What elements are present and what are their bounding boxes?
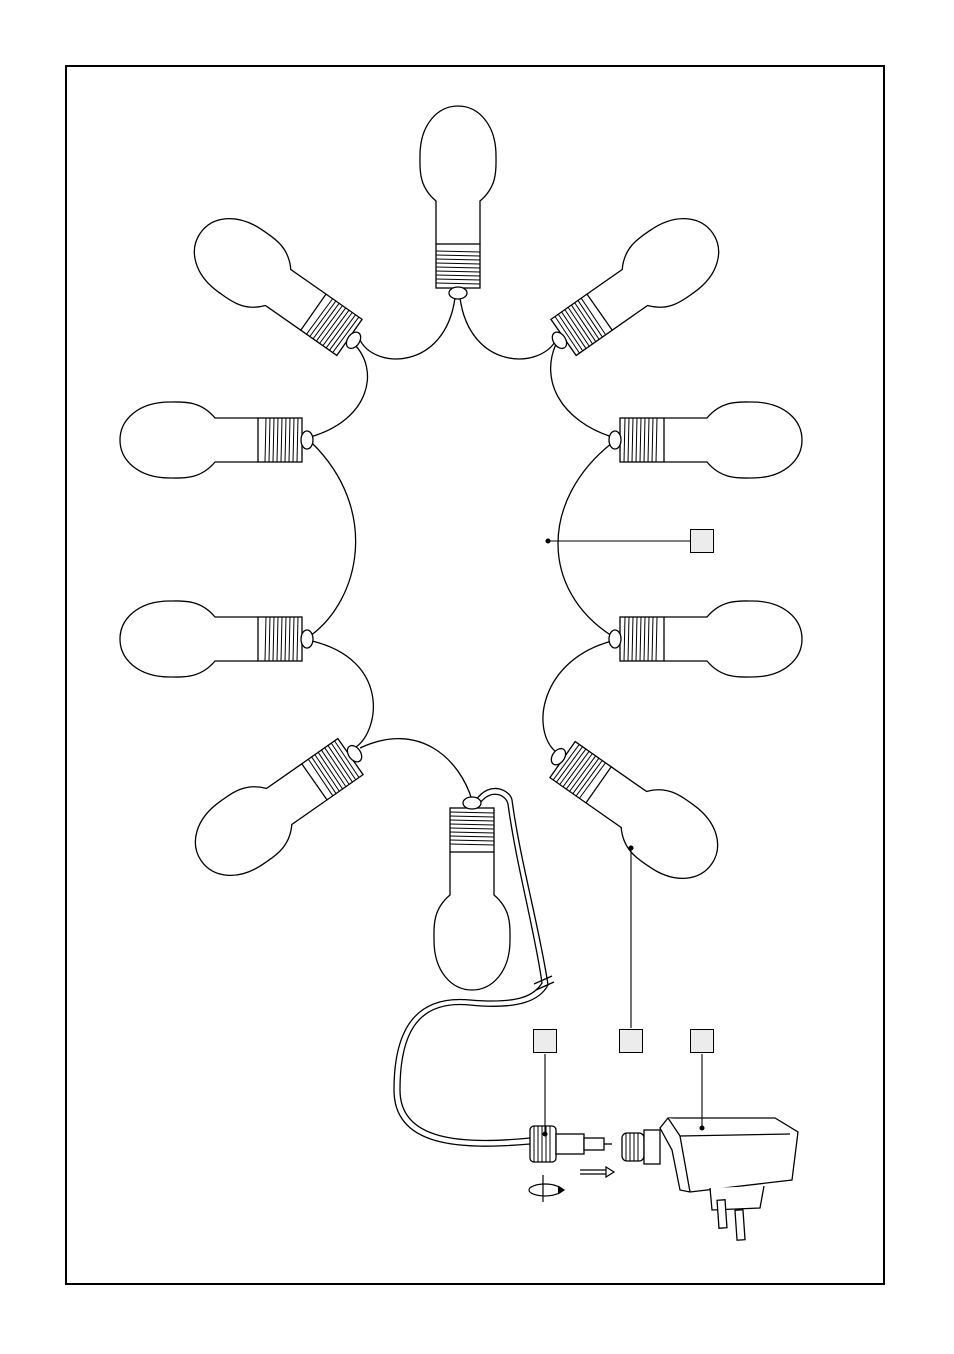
bulb-icon: [119, 600, 314, 678]
diagram-frame: [65, 65, 885, 1285]
bulb-icon: [119, 401, 314, 479]
bulb-icon: [433, 796, 511, 991]
bulb-icon: [419, 105, 497, 300]
callout-leaders: [542, 538, 705, 1137]
rotate-arrow-icon: [528, 1175, 566, 1202]
screw-connector-icon: [529, 1125, 612, 1163]
bulb-icon: [532, 201, 736, 376]
bulb-icon: [178, 718, 382, 893]
cable: [309, 297, 613, 1147]
callout-box-connector: [533, 1029, 557, 1053]
cable-break-mark: [533, 975, 555, 991]
push-arrow-icon: [580, 1165, 616, 1179]
bulb-icon: [531, 721, 735, 896]
callout-box-cable: [690, 529, 714, 553]
callout-box-bulb: [619, 1029, 643, 1053]
bulb-icon: [608, 600, 803, 678]
callout-box-transformer: [690, 1029, 714, 1053]
plug-transformer-icon: [621, 1117, 799, 1241]
bulb-icon: [177, 201, 381, 376]
bulb-icon: [608, 401, 803, 479]
